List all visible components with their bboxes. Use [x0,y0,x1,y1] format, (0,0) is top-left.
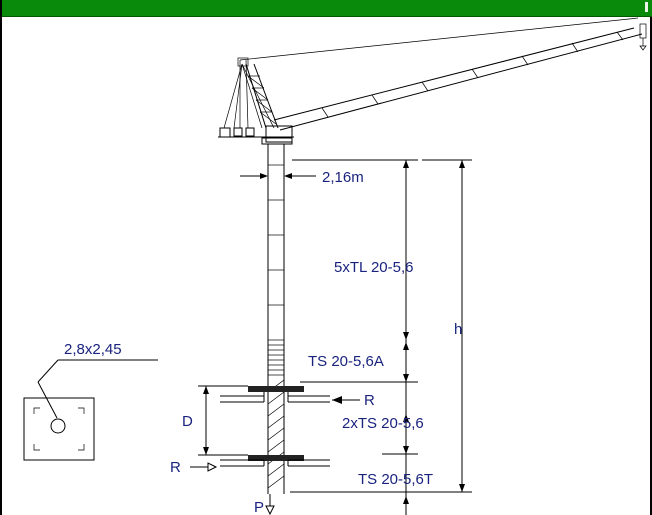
reaction-lower-label: R [170,459,181,476]
middle-section-label: TS 20-5,6A [308,353,384,370]
top-sections-label: 5xTL 20-5,6 [334,259,414,276]
height-label: h [454,321,462,338]
distance-dimension [198,385,248,456]
foundation-size-label: 2,8x2,45 [64,341,122,358]
rigging-line-3 [241,63,263,129]
mast-head-lattice [245,63,279,129]
counter-jib-platform [218,125,294,145]
rigging-line-1 [223,63,243,129]
jib-tie-line [239,17,639,61]
distance-label: D [182,413,193,430]
title-bar-corner-mark [645,2,648,12]
load-label: P [254,499,264,515]
load-arrow [265,494,275,515]
reaction-upper-label: R [364,392,375,409]
crane-top [218,17,647,145]
foundation-plan [23,359,158,461]
upper-collar [220,386,330,403]
ts-a-section-detail [268,344,284,376]
rigging-line-4 [241,63,275,129]
hook-block [639,23,647,51]
section-dimension-line [292,159,418,515]
foundation-outline [23,397,95,461]
foundation-center-circle [50,418,66,434]
bottom-section-label: TS 20-5,6T [358,471,433,488]
height-dimension [290,159,472,493]
rigging-line-2 [233,63,243,129]
tower-mast [267,144,285,494]
title-bar [2,0,652,17]
lower-collar [220,455,330,467]
a-frame-right [245,59,249,129]
jib-lattice [273,27,643,131]
embedded-hatch [267,379,285,489]
width-dimension [240,173,316,179]
base-sections-label: 2xTS 20-5,6 [342,415,424,432]
reaction-arrow-lower [190,462,218,472]
reaction-arrow-upper [332,396,360,404]
tower-width-label: 2,16m [322,169,364,186]
